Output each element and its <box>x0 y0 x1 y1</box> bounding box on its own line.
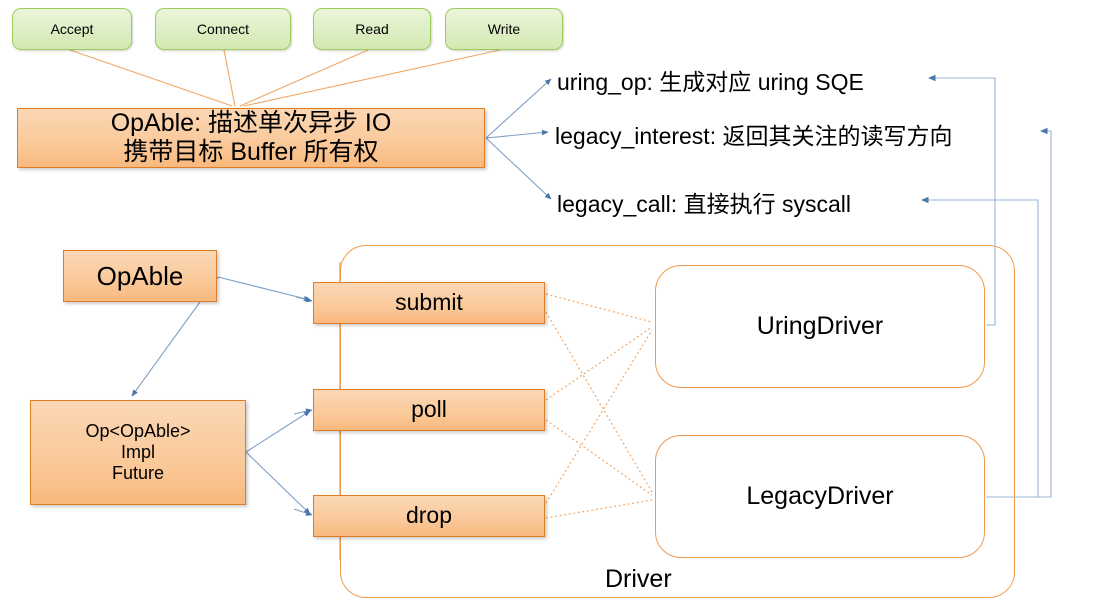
op-kind-connect[interactable]: Connect <box>155 8 291 50</box>
driver-container-caption: Driver <box>605 565 672 594</box>
opable-description-line-1: OpAble: 描述单次异步 IO <box>110 108 392 137</box>
op-kind-accept[interactable]: Accept <box>12 8 132 50</box>
op-kind-write-label: Write <box>487 20 521 37</box>
uring-driver-label: UringDriver <box>756 312 884 340</box>
method-drop-label: drop <box>405 502 453 529</box>
trait-method-legacy-call: legacy_call: 直接执行 syscall <box>557 185 851 219</box>
trait-method-uring-op-label: uring_op: 生成对应 uring SQE <box>557 69 864 95</box>
trait-method-legacy-call-label: legacy_call: 直接执行 syscall <box>557 191 851 217</box>
op-impl-future-box: Op<OpAble> Impl Future <box>30 400 246 505</box>
op-impl-to-method-lines <box>245 410 311 515</box>
legacy-driver-box: LegacyDriver <box>655 435 985 558</box>
op-kind-read[interactable]: Read <box>313 8 431 50</box>
op-kind-connect-label: Connect <box>196 20 250 37</box>
op-kind-accept-label: Accept <box>50 20 94 37</box>
method-poll-box[interactable]: poll <box>313 389 545 431</box>
opable-type-box: OpAble <box>63 250 217 302</box>
opable-type-label: OpAble <box>96 260 184 291</box>
uring-driver-box: UringDriver <box>655 265 985 388</box>
driver-caption-label: Driver <box>605 565 672 593</box>
method-poll-label: poll <box>411 396 447 423</box>
trait-method-legacy-interest: legacy_interest: 返回其关注的读写方向 <box>555 117 952 151</box>
trait-method-legacy-interest-label: legacy_interest: 返回其关注的读写方向 <box>555 123 953 149</box>
method-drop-box[interactable]: drop <box>313 495 545 537</box>
method-submit-label: submit <box>395 289 463 316</box>
op-kind-read-label: Read <box>355 20 389 37</box>
opable-to-trait-lines <box>485 78 552 200</box>
method-inbound-arrowheads <box>293 296 313 516</box>
op-impl-line-1: Op<OpAble> <box>85 420 191 441</box>
opable-description-line-2: 携带目标 Buffer 所有权 <box>123 138 379 166</box>
op-impl-line-2: Impl <box>120 441 155 462</box>
trait-method-uring-op: uring_op: 生成对应 uring SQE <box>557 63 864 97</box>
opkind-to-opable-lines <box>69 49 501 107</box>
method-submit-box[interactable]: submit <box>313 282 545 324</box>
op-impl-line-3: Future <box>111 463 165 484</box>
legacy-driver-label: LegacyDriver <box>746 482 894 510</box>
op-kind-write[interactable]: Write <box>445 8 563 50</box>
opable-description-box: OpAble: 描述单次异步 IO 携带目标 Buffer 所有权 <box>17 108 485 168</box>
